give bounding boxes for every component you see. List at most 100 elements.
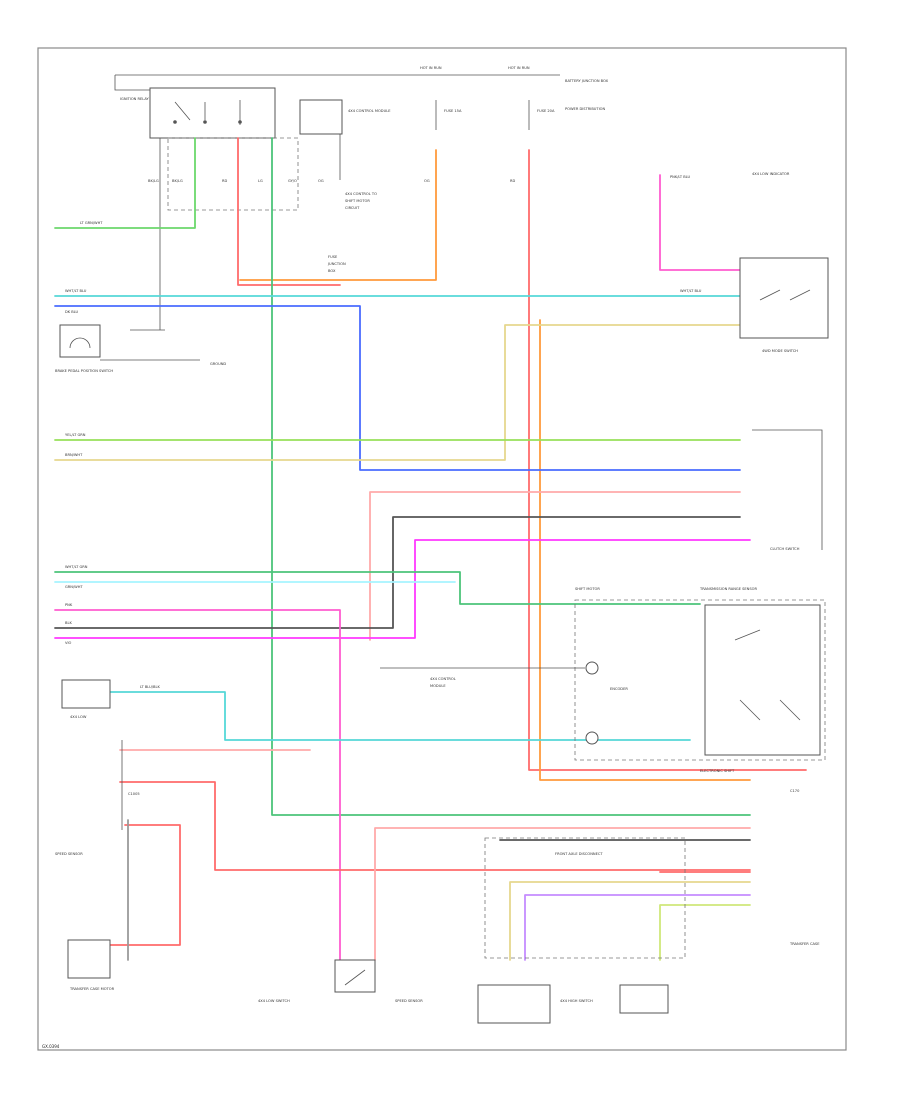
bottom-right-tag: C170 [790, 789, 800, 793]
lower-right-note: TRANSFER CASE [789, 942, 820, 946]
relay-wire-tag-1: BK/LG [148, 179, 159, 183]
encoder-circle-1 [585, 661, 599, 675]
front-axle-label: FRONT AXLE DISCONNECT [555, 852, 603, 856]
wire-tan [54, 324, 741, 461]
top-left-bus-line [114, 75, 150, 91]
fuse-bottom-label-2: JUNCTION [327, 262, 346, 266]
encoder-note-2: MODULE [430, 684, 446, 688]
relay-box-right [704, 604, 821, 756]
right-connector-frame [752, 429, 823, 550]
brake-switch-label: BRAKE PEDAL POSITION SWITCH [55, 369, 113, 373]
wire-orange-loop [239, 149, 437, 281]
relay-wire-tag-6: OG [318, 179, 324, 183]
wire-pink-tag: PNK/LT BLU [670, 175, 691, 179]
wire-yellow-green-bottom [659, 904, 751, 961]
bottom-switch-3-label: 4X4 HIGH SWITCH [560, 999, 593, 1003]
encoder-label: ENCODER [610, 687, 628, 691]
lamp-box-label: 4X4 LOW INDICATOR [752, 172, 790, 176]
lamp-box-left-label: 4X4 LOW [70, 715, 87, 719]
relay-contact-dot-1 [173, 120, 177, 124]
wire-light-cyan-tag: GRN/WHT [65, 585, 83, 589]
wire-violet-bottom [524, 894, 751, 961]
connector-left-tag: C1005 [128, 792, 140, 796]
relay-note-3: CIRCUIT [345, 206, 360, 210]
fuse-bottom-label-1: FUSE [328, 255, 338, 259]
wire-teal-tag: WHT/LT GRN [65, 565, 88, 569]
encoder-circle-2 [585, 731, 599, 745]
wire-red-lower [119, 781, 751, 871]
wire-pink-left-tag: PNK [65, 603, 73, 607]
wire-red-vertical [528, 149, 807, 771]
bottom-right-label: ELECTRONIC SHIFT [700, 769, 735, 773]
relay-contact-dot-3 [238, 120, 242, 124]
fuse-module-box [299, 99, 343, 135]
battery-junction-label: BATTERY JUNCTION BOX [565, 79, 609, 83]
diagram-frame [37, 47, 847, 1051]
relay-note-1: 4X4 CONTROL TO [345, 192, 377, 196]
wire-teal-lower [54, 571, 701, 605]
relay-wire-tag-5: GY/O [288, 179, 297, 183]
relay-wire-tag-8: RD [510, 179, 515, 183]
wire-pink-left [54, 609, 341, 961]
transfer-case-label: TRANSFER CASE MOTOR [69, 987, 115, 991]
bottom-switch-1 [334, 959, 376, 993]
footer-code: GX.0394 [42, 1044, 60, 1049]
relay-contact-dot-2 [203, 120, 207, 124]
wire-magenta-tag: VIO [65, 641, 72, 645]
wire-gray-tag: BLK [65, 621, 72, 625]
power-distribution-label: POWER DISTRIBUTION [565, 107, 605, 111]
bottom-switch-3 [619, 984, 669, 1014]
shift-motor-dashed-box [574, 599, 826, 761]
wire-cyan-tag-right: WHT/LT BLU [680, 289, 702, 293]
brake-switch-symbol [69, 337, 91, 349]
relay-gray-stub [130, 138, 165, 331]
relay-dashed-area [167, 137, 299, 211]
wire-cyan-tag: WHT/LT BLU [65, 289, 87, 293]
wire-pink-top-right [659, 174, 741, 271]
hot-in-run-label-2: HOT IN RUN [508, 66, 530, 70]
relay-note-2: SHIFT MOTOR [345, 199, 370, 203]
ignition-relay-box [149, 87, 276, 139]
wire-pink-right-lower [374, 827, 751, 961]
wire-cyan-lower [109, 691, 691, 741]
relay-wire-tag-7: OG [424, 179, 430, 183]
bottom-switch-2 [477, 984, 551, 1024]
mode-switch-symbol [759, 289, 811, 301]
lamp-box-left [61, 679, 111, 709]
relay-box-label: TRANSMISSION RANGE SENSOR [699, 587, 757, 591]
wire-light-red [369, 491, 741, 641]
wire-tan-bottom [509, 881, 751, 961]
module-label: 4X4 CONTROL MODULE [348, 109, 391, 113]
wire-blue [54, 305, 741, 471]
clutch-switch-label: CLUTCH SWITCH [770, 547, 800, 551]
ignition-relay-label: IGNITION RELAY [120, 97, 150, 101]
front-axle-dashed-box [484, 837, 686, 959]
mode-switch-box [739, 257, 829, 339]
fuse-a-label: FUSE 15A [444, 109, 462, 113]
wire-red-box [94, 824, 181, 946]
relay-wire-tag-3: RD [222, 179, 227, 183]
transfer-module-left [67, 939, 111, 979]
mode-switch-label: 4WD MODE SWITCH [762, 349, 798, 353]
encoder-note-1: 4X4 CONTROL [430, 677, 456, 681]
wire-lt-green-tag: YEL/LT GRN [65, 433, 86, 437]
wire-green-tag: LT GRN/WHT [80, 221, 103, 225]
shift-motor-label: SHIFT MOTOR [575, 587, 600, 591]
wire-red-loop [237, 137, 341, 286]
wire-green-vertical [271, 137, 751, 816]
wire-orange-vertical [539, 319, 751, 781]
fuse-b-label: FUSE 20A [537, 109, 555, 113]
relay-wire-tag-4: LG [258, 179, 263, 183]
speed-sensor-label: SPEED SENSOR [55, 852, 83, 856]
wire-blue-tag: DK BLU [65, 310, 79, 314]
wire-magenta [54, 539, 751, 639]
fuse-bottom-label-3: BOX [328, 269, 336, 273]
brake-switch-box [59, 324, 101, 358]
relay-box-symbols [734, 629, 801, 721]
bottom-switch-2-label: SPEED SENSOR [395, 999, 423, 1003]
relay-wire-tag-2: BK/LG [172, 179, 183, 183]
wire-green-top [54, 137, 196, 229]
bottom-switch-1-label: 4X4 LOW SWITCH [258, 999, 290, 1003]
ground-left-label: GROUND [210, 362, 226, 366]
